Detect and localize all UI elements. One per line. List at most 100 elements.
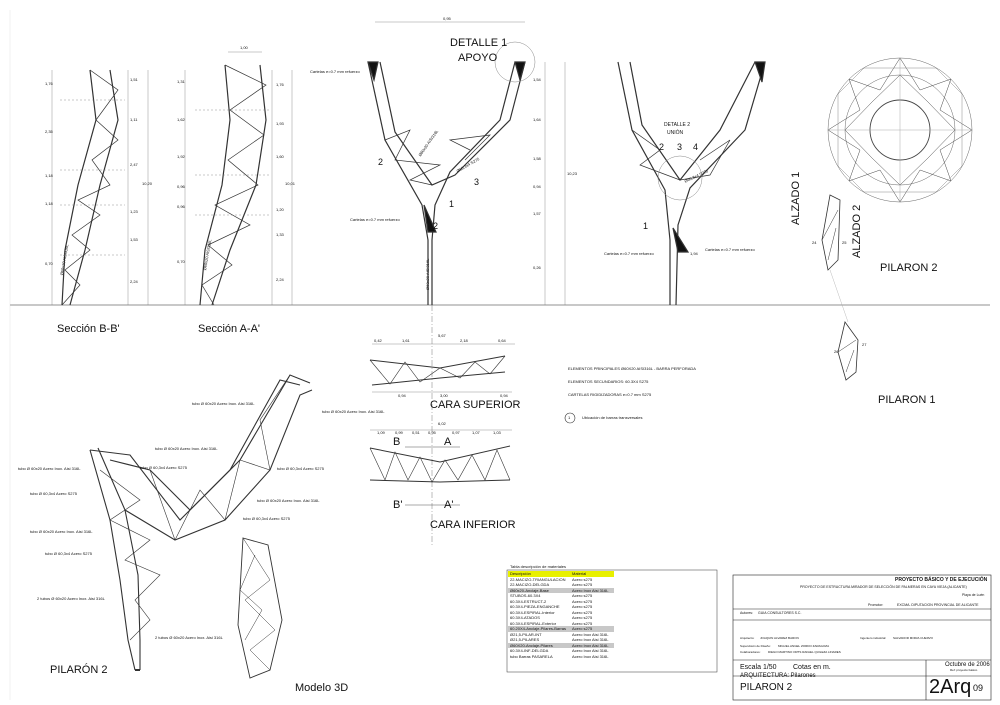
tb-sheet-name: PILARON 2: [740, 682, 793, 693]
front-elevation-dims: [544, 62, 566, 305]
materials-cell-mat: Acero s275: [572, 615, 593, 620]
dim-aa-l2: 1,92: [177, 154, 185, 159]
dim-bb-l4: 0,70: [45, 261, 53, 266]
tube-label-5: tubo Ø 60x20 Acero Inox. Aisi 316L: [18, 466, 81, 471]
note-cartelas-1: Cartelas e=0.7 mm refuerzo: [310, 69, 360, 74]
pilaron2-3d-title: PILARÓN 2: [50, 664, 108, 676]
callout-1c: 1: [643, 221, 649, 231]
dim-aa-r2: 1,60: [276, 154, 284, 159]
cara-inferior-title: CARA INFERIOR: [430, 519, 516, 531]
materials-cell-mat: Acero s275: [572, 593, 593, 598]
tube-label-4: tubo Ø 60,3x4 Acero S275: [140, 465, 187, 470]
modelo-3d: [237, 537, 283, 679]
dim-f-total: 10,23: [567, 171, 578, 176]
dim-aa-r5: 2,24: [276, 277, 284, 282]
legend-circle: [564, 412, 576, 424]
dim-bb-r5: 2,24: [130, 279, 138, 284]
materials-cell-desc: 22-MACIZO-DELGDA: [510, 582, 550, 587]
dim-aa-l4: 0,96: [177, 204, 185, 209]
dim-sup-3: 2,18: [460, 338, 468, 343]
dim-sup-2: 5,67: [438, 333, 446, 338]
materials-header-mat: Material: [570, 571, 614, 577]
tb-project-name: PROYECTO DE ESTRUCTURA MIRADOR DE SELECC…: [800, 585, 967, 589]
materials-table: Descripción Material 22-MACIZO-TRIANGULA…: [508, 571, 614, 659]
dim-inf-4: 0,97: [452, 430, 460, 435]
marker-b-prime: B': [393, 499, 403, 511]
materials-cell-mat: Acero Inox Aisi 316L: [572, 631, 609, 637]
materials-cell-mat: Acero Inox Aisi 316L: [570, 587, 614, 593]
dim-aa-r4: 1,33: [276, 232, 284, 237]
legend-ubicacion: Ubicación de barras transversales: [582, 415, 643, 420]
materials-row: 60.3X4-ESPIRAL-Exterior Acero s275: [508, 621, 614, 627]
materials-cell-desc: 60.3X4-ESTRUCT-2: [510, 598, 547, 604]
tube-label-1: tubo Ø 60x20 Acero Inox. Aisi 316L: [192, 401, 255, 406]
dim-bb-l1: 2,35: [45, 129, 53, 134]
note-cartelas-2: Cartelas e=0.7 mm refuerzo: [350, 217, 400, 222]
dim-sup-b0: 0,94: [398, 393, 406, 398]
alz-num-25: 25: [842, 240, 847, 245]
tb-engineer: SALVADOR MOIRA CUERVO: [893, 636, 934, 640]
dim-bb-r4: 1,53: [130, 237, 138, 242]
apoyo-title: APOYO: [458, 52, 498, 64]
materials-cell-desc: Ø21,5-PILARES: [510, 637, 540, 642]
alzado2-label: ALZADO 2: [851, 204, 863, 258]
note-cartelas-3: Cartelas e=0.7 mm refuerzo: [604, 251, 654, 256]
materials-cell-mat: Acero s275: [572, 620, 593, 626]
dim-inf-2: 0,51: [412, 430, 420, 435]
materials-cell-desc: 60.3X4-ESPIRAL-Exterior: [510, 620, 557, 626]
pilaron-3d-wireframe: [89, 374, 313, 671]
title-block-frame: [732, 574, 992, 701]
tube-label-7: tubo Ø 60,3x4 Acero S275: [30, 491, 77, 496]
tube-label-10: tubo Ø 60,3x4 Acero S275: [243, 516, 290, 521]
materials-cell-mat: Acero Inox Aisi 316L: [570, 642, 614, 648]
tb-units: Cotas en m.: [793, 664, 831, 671]
dim-aa-width: 1,00: [240, 45, 248, 50]
tb-collab: DIEGO MARTINO ORTS RAFAEL QUILEZA LINARE…: [768, 650, 841, 654]
dim-bb-r3: 1,23: [130, 209, 138, 214]
dim-sup-4: 0,64: [498, 338, 506, 343]
alz-num-26: 26: [834, 349, 839, 354]
tb-sheet-no: 09: [973, 683, 984, 693]
materials-table-frame: [506, 569, 718, 673]
materials-header-desc: Descripción: [508, 571, 570, 577]
dim-aa-l3: 0,96: [177, 184, 185, 189]
materials-title: Tabla descripción de materiales: [510, 564, 567, 569]
plan-circle: [827, 57, 973, 203]
materials-cell-mat: Acero s275: [572, 576, 593, 582]
alzado-pieces: [821, 194, 859, 381]
callout-1a: 1: [449, 199, 455, 209]
front-pipe-note: Ø60x20 AISI316L: [425, 258, 430, 290]
tb-authors: GUIA CONSULTORES S.C.: [758, 611, 802, 615]
dim-aa-r1: 1,93: [276, 121, 284, 126]
note-main-elements: ELEMENTOS PRINCIPALES Ø60X20 AISI316L - …: [568, 366, 696, 371]
materials-cell-mat: Acero Inox Aisi 316L: [572, 637, 609, 642]
tube-label-9: tubo Ø 60x20 Acero Inox. Aisi 316L: [30, 529, 93, 534]
tb-scale: Escala 1/50: [740, 664, 777, 671]
section-aa-title: Sección A-A': [198, 323, 261, 335]
dim-f-r3: 0,94: [533, 184, 541, 189]
dim-inf-6: 1,03: [493, 430, 501, 435]
modelo3d-title: Modelo 3D: [295, 682, 349, 694]
tube-label-12: tubo Ø 60,3x4 Acero S275: [45, 551, 92, 556]
alz-num-27: 27: [862, 342, 867, 347]
materials-cell-desc: 60.3X4-ATADOS: [510, 615, 540, 620]
dim-inf-3: 0,95: [428, 430, 436, 435]
tb-promoter-label: Promotor:: [868, 603, 884, 607]
dim-aa-total: 10,01: [285, 181, 296, 186]
dim-bb-l2: 1,18: [45, 173, 53, 178]
tb-engineer-label: Ingeniero industrial:: [860, 636, 887, 640]
dim-aa-r3: 1,20: [276, 207, 284, 212]
materials-cell-mat: Acero s275: [570, 626, 614, 632]
dim-inf-1: 0,99: [395, 430, 403, 435]
materials-cell-desc: 60.20X4-Anclaje-Pilares-Barras: [508, 626, 570, 632]
tb-promoter: EXCMA. DIPUTACION PROVINCIAL DE ALICANTE: [897, 603, 979, 607]
alzado1-label: ALZADO 1: [790, 171, 802, 225]
callout-3a: 3: [474, 177, 480, 187]
